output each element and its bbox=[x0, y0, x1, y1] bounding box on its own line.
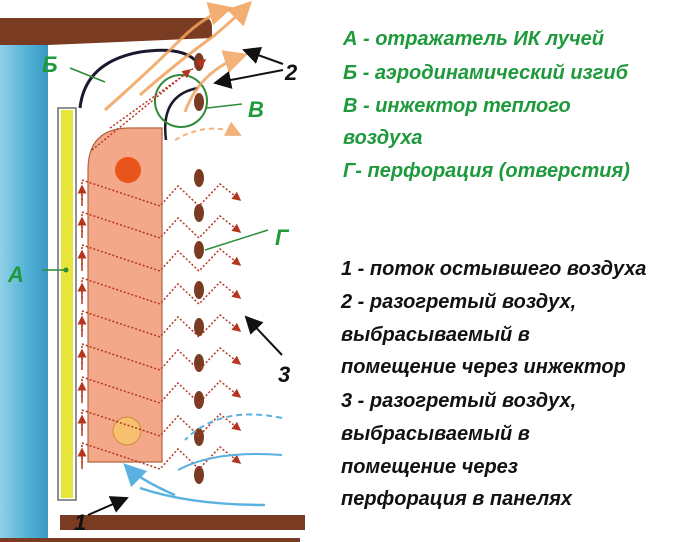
perforation-hole bbox=[194, 428, 204, 446]
leader-v bbox=[206, 103, 243, 109]
arrow-2b bbox=[213, 69, 284, 89]
legend-number-3-line4: перфорация в панелях bbox=[341, 488, 573, 510]
perforation-hole bbox=[194, 318, 204, 336]
perforation-hole bbox=[194, 169, 204, 187]
injector-bend bbox=[163, 86, 199, 141]
perforation-hole bbox=[194, 281, 204, 299]
heat-zigzag-path bbox=[81, 178, 242, 208]
label-2: 2 bbox=[284, 60, 298, 85]
legend-letter-v-cont: воздуха bbox=[343, 127, 423, 149]
warm-flow-3 bbox=[183, 50, 248, 113]
cold-flow-1 bbox=[184, 413, 283, 441]
aerodynamic-bend bbox=[78, 48, 197, 109]
perforation-hole bbox=[194, 466, 204, 484]
legend-number-3-line3: помещение через bbox=[341, 456, 518, 478]
leader-g bbox=[204, 229, 269, 251]
heat-ray bbox=[109, 59, 207, 129]
heat-flow-paths bbox=[77, 59, 242, 471]
injector-highlight bbox=[154, 74, 208, 128]
legend-number-1: 1 - поток остывшего воздуха bbox=[341, 258, 647, 280]
heat-zigzag-path bbox=[81, 243, 242, 273]
cold-flow-3 bbox=[139, 486, 266, 507]
warm-flow-1 bbox=[104, 2, 233, 112]
leader-b bbox=[69, 67, 106, 83]
legend-number-2-line2: выбрасываемый в bbox=[341, 324, 530, 346]
hot-spot bbox=[115, 157, 141, 183]
legend-number-3-line2: выбрасываемый в bbox=[341, 423, 530, 445]
label-b: Б bbox=[42, 52, 58, 77]
label-3: 3 bbox=[278, 362, 290, 387]
legend-letter-v: В - инжектор теплого bbox=[343, 95, 571, 117]
legend-number-3: 3 - разогретый воздух, bbox=[341, 390, 577, 412]
floor-bottom bbox=[60, 515, 305, 530]
cold-flow-4 bbox=[123, 463, 176, 497]
wall bbox=[0, 45, 48, 542]
legend-letter-a: А - отражатель ИК лучей bbox=[343, 28, 604, 50]
arrow-3 bbox=[244, 315, 283, 356]
legend-number-2: 2 - разогретый воздух, bbox=[341, 291, 577, 313]
perforation-hole bbox=[194, 241, 204, 259]
label-1: 1 bbox=[74, 510, 86, 535]
heat-zigzag-path bbox=[81, 276, 242, 306]
perforation-hole bbox=[194, 391, 204, 409]
heat-zigzag-path bbox=[81, 309, 242, 339]
leader-a-dot bbox=[63, 267, 69, 273]
legend-number-2-line3: помещение через инжектор bbox=[341, 356, 626, 378]
cold-flow-2 bbox=[177, 453, 283, 471]
heat-zigzag-path bbox=[81, 441, 242, 471]
perforation-hole bbox=[194, 204, 204, 222]
legend-letter-b: Б - аэродинамический изгиб bbox=[343, 62, 629, 84]
heat-zigzag-path bbox=[81, 342, 242, 372]
label-g: Г bbox=[275, 225, 290, 250]
warm-flow-4 bbox=[174, 121, 242, 141]
reflector-ir bbox=[61, 110, 73, 498]
legend-letter-g: Г- перфорация (отверстия) bbox=[343, 160, 630, 182]
heat-zigzag-path bbox=[81, 210, 242, 240]
label-v: В bbox=[248, 97, 264, 122]
cool-spot bbox=[112, 416, 142, 446]
heat-zigzag-path bbox=[81, 408, 242, 438]
arrow-2a bbox=[242, 46, 284, 65]
label-a: А bbox=[7, 262, 24, 287]
radiator-body bbox=[87, 127, 163, 463]
warm-flow-2 bbox=[139, 0, 253, 97]
arrow-1 bbox=[87, 496, 129, 516]
perforation-hole bbox=[194, 93, 204, 111]
heat-zigzag-path bbox=[81, 375, 242, 405]
windowsill-top bbox=[0, 18, 212, 45]
